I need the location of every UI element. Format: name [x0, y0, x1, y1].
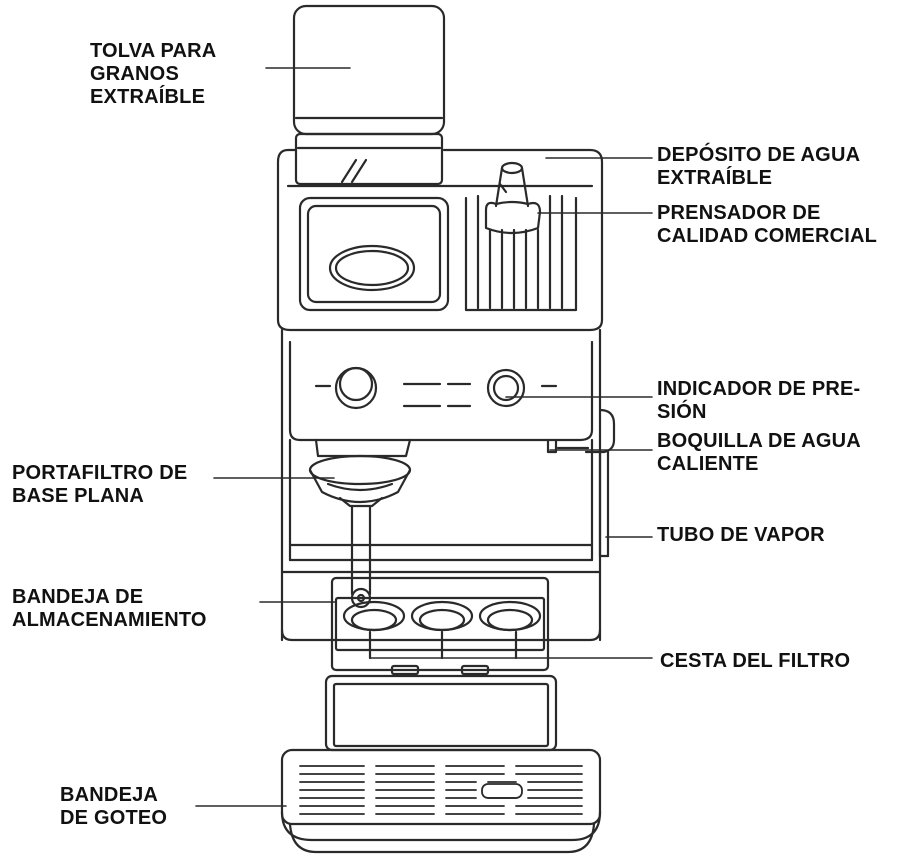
- label-tamper: PRENSADOR DE CALIDAD COMERCIAL: [657, 202, 878, 247]
- filter-basket-2: [410, 600, 474, 632]
- steam-wand: [546, 408, 616, 558]
- label-pressure-gauge: INDICADOR DE PRE- SIÓN: [657, 378, 861, 423]
- label-water-tank: DEPÓSITO DE AGUA EXTRAÍBLE: [657, 144, 861, 189]
- drip-tray-grille: [299, 765, 583, 815]
- drip-tray: [280, 674, 602, 854]
- control-panel: [314, 366, 558, 410]
- brew-group: [308, 438, 412, 609]
- storage-tray: [330, 576, 550, 676]
- bean-hopper: [292, 4, 446, 186]
- label-hot-water-spout: BOQUILLA DE AGUA CALIENTE: [657, 430, 861, 475]
- label-drip-tray: BANDEJA DE GOTEO: [60, 784, 168, 829]
- label-steam-wand: TUBO DE VAPOR: [657, 524, 825, 546]
- leader-lines: [195, 67, 653, 807]
- filter-basket-3: [478, 600, 542, 632]
- grinder-chamber: [298, 196, 450, 312]
- label-bean-hopper: TOLVA PARA GRANOS EXTRAÍBLE: [90, 40, 217, 108]
- tamper-holder: [464, 161, 578, 312]
- label-filter-basket: CESTA DEL FILTRO: [660, 650, 851, 672]
- label-storage-tray: BANDEJA DE ALMACENAMIENTO: [12, 586, 207, 631]
- filter-basket-1: [342, 600, 406, 632]
- label-portafilter: PORTAFILTRO DE BASE PLANA: [12, 462, 188, 507]
